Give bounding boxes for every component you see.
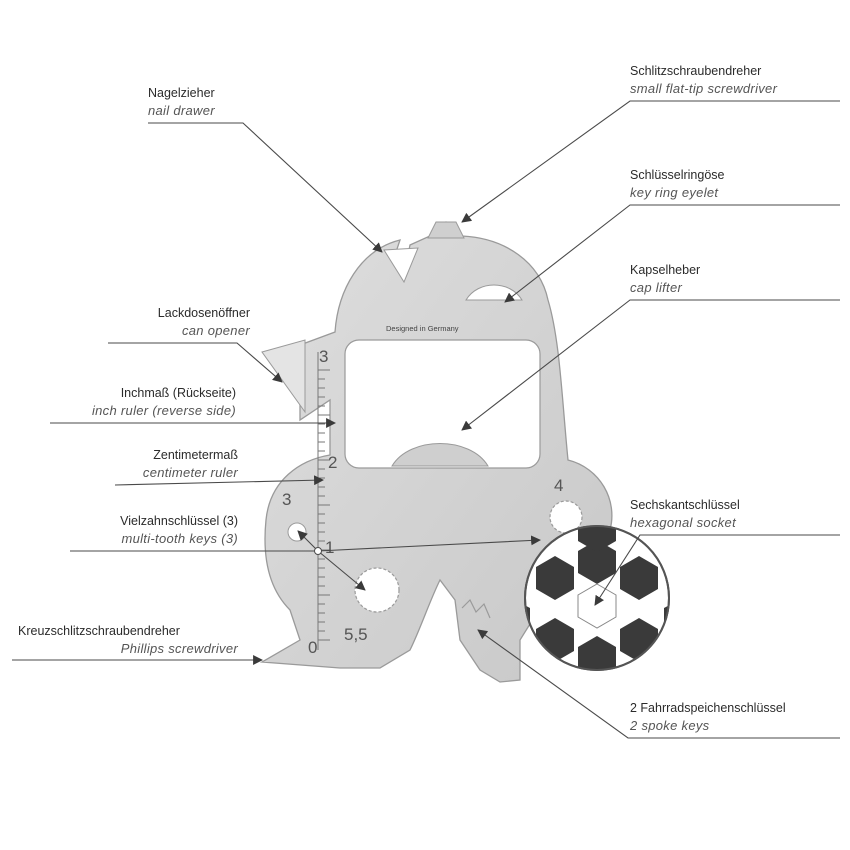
callout-cap-lifter [461, 299, 840, 431]
label-key-ring-de: Schlüsselringöse [630, 168, 725, 182]
label-centimeter-ruler-de: Zentimetermaß [153, 448, 238, 462]
ruler-number-1: 1 [325, 538, 334, 557]
label-nail-drawer-de: Nagelzieher [148, 86, 215, 100]
label-centimeter-ruler-en: centimeter ruler [142, 465, 238, 480]
brand-text: Designed in Germany [386, 324, 459, 333]
label-cap-lifter-de: Kapselheber [630, 263, 701, 277]
label-spoke-keys-de: 2 Fahrradspeichenschlüssel [630, 701, 786, 715]
can-opener-blade [261, 339, 306, 414]
label-cap-lifter-en: cap lifter [630, 280, 683, 295]
multi-tooth-socket-3 [287, 522, 307, 542]
label-flat-tip: Schlitzschraubendreher small flat-tip sc… [630, 62, 777, 98]
label-inch-ruler: Inchmaß (Rückseite) inch ruler (reverse … [92, 384, 236, 420]
label-can-opener: Lackdosenöffner can opener [158, 304, 250, 340]
label-phillips-en: Phillips screwdriver [120, 641, 238, 656]
label-hex-socket-de: Sechskantschlüssel [630, 498, 740, 512]
label-phillips: Kreuzschlitzschraubendreher Phillips scr… [18, 622, 238, 658]
socket-size-3: 3 [282, 490, 291, 509]
soccer-ball-hexagonal-socket [524, 525, 670, 671]
callout-centimeter-ruler [114, 475, 324, 486]
callout-key-ring [504, 204, 840, 303]
label-phillips-de: Kreuzschlitzschraubendreher [18, 624, 180, 638]
ruler-number-0: 0 [308, 638, 317, 657]
label-cap-lifter: Kapselheber cap lifter [630, 261, 700, 297]
socket-size-4: 4 [554, 476, 563, 495]
label-can-opener-en: can opener [181, 323, 250, 338]
callout-hex-socket [594, 534, 840, 606]
socket-size-5-5: 5,5 [344, 625, 368, 644]
label-inch-ruler-en: inch ruler (reverse side) [91, 403, 236, 418]
multi-tooth-socket-5-5 [354, 567, 400, 613]
label-centimeter-ruler: Zentimetermaß centimeter ruler [143, 446, 238, 482]
label-hex-socket: Sechskantschlüssel hexagonal socket [630, 496, 740, 532]
callout-nail-drawer [148, 122, 383, 253]
spoke-key-notches [461, 598, 491, 619]
label-nail-drawer: Nagelzieher nail drawer [148, 84, 215, 120]
label-flat-tip-de: Schlitzschraubendreher [630, 64, 762, 78]
label-hex-socket-en: hexagonal socket [630, 515, 736, 530]
label-can-opener-de: Lackdosenöffner [157, 306, 250, 320]
callout-flat-tip [461, 100, 840, 223]
label-spoke-keys: 2 Fahrradspeichenschlüssel 2 spoke keys [630, 699, 786, 735]
ruler-number-3: 3 [319, 347, 328, 366]
label-inch-ruler-de: Inchmaß (Rückseite) [120, 386, 236, 400]
label-key-ring: Schlüsselringöse key ring eyelet [630, 166, 725, 202]
multi-tooth-junction-dot [314, 547, 322, 555]
label-multi-tooth-de: Vielzahnschlüssel (3) [120, 514, 238, 528]
nail-drawer-notch [383, 247, 419, 284]
ruler-number-2: 2 [328, 453, 337, 472]
label-key-ring-en: key ring eyelet [630, 185, 719, 200]
label-spoke-keys-en: 2 spoke keys [630, 718, 710, 733]
multi-tooth-socket-4 [549, 500, 583, 534]
flat-tip-screwdriver-tip [427, 221, 465, 239]
cap-lifter-lip [391, 443, 489, 467]
label-nail-drawer-en: nail drawer [148, 103, 215, 118]
label-flat-tip-en: small flat-tip screwdriver [630, 81, 778, 96]
callout-can-opener [108, 342, 283, 383]
callout-multi-tooth-b [297, 530, 319, 552]
ruler-ticks [318, 369, 330, 641]
label-multi-tooth: Vielzahnschlüssel (3) multi-tooth keys (… [120, 512, 238, 548]
cap-lifter-window [344, 339, 541, 469]
label-multi-tooth-en: multi-tooth keys (3) [121, 531, 238, 546]
callout-multi-tooth-c [317, 550, 366, 591]
callout-spoke-keys [477, 629, 840, 739]
